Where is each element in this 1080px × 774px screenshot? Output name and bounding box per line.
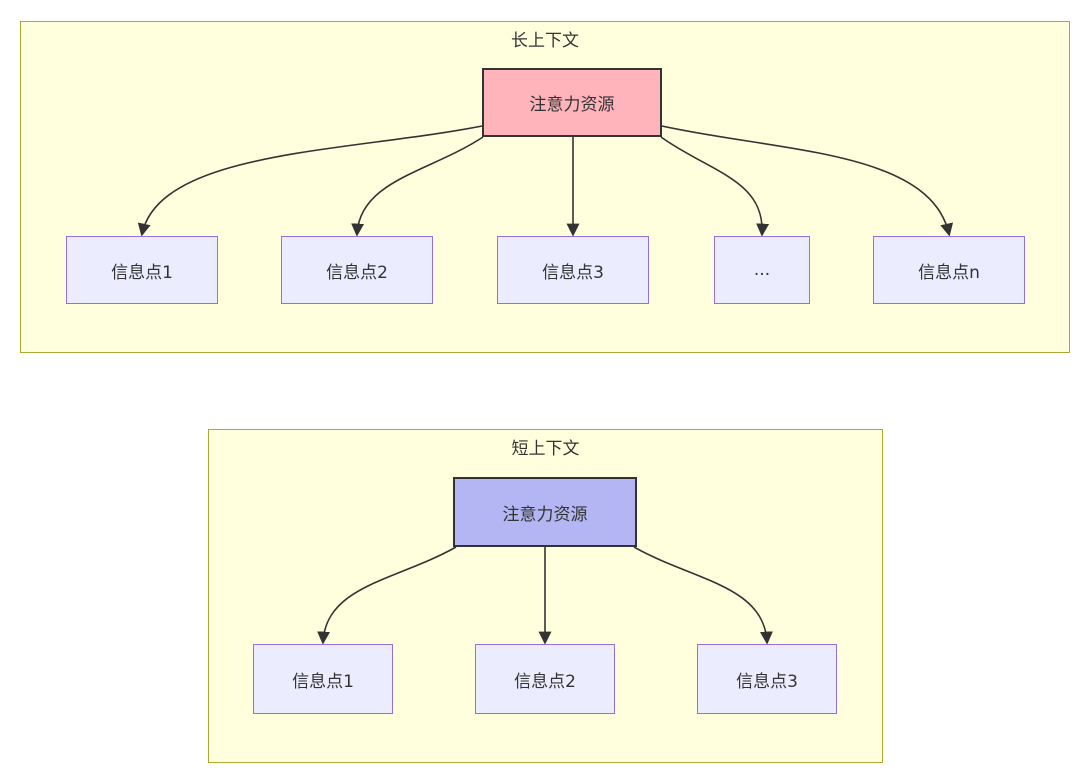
attention-node-short-label: 注意力资源 <box>502 504 588 525</box>
info-node-short-3-label: 信息点3 <box>736 671 798 692</box>
info-node-short-3: 信息点3 <box>697 644 837 714</box>
info-node-long-1: 信息点1 <box>66 236 218 304</box>
attention-node-long-label: 注意力资源 <box>529 95 615 115</box>
info-node-long-ellipsis: ... <box>714 236 810 304</box>
info-node-long-n-label: 信息点n <box>918 262 980 283</box>
info-node-long-3-label: 信息点3 <box>542 262 604 283</box>
info-node-short-1: 信息点1 <box>253 644 393 714</box>
info-node-long-n: 信息点n <box>873 236 1025 304</box>
attention-node-long: 注意力资源 <box>482 68 662 137</box>
info-node-long-1-label: 信息点1 <box>111 262 173 283</box>
info-node-long-3: 信息点3 <box>497 236 649 304</box>
info-node-long-2-label: 信息点2 <box>326 262 388 283</box>
short-context-title: 短上下文 <box>511 439 580 459</box>
info-node-long-2: 信息点2 <box>281 236 433 304</box>
info-node-short-1-label: 信息点1 <box>292 671 354 692</box>
info-node-short-2: 信息点2 <box>475 644 615 714</box>
info-node-long-ellipsis-label: ... <box>753 260 771 280</box>
long-context-title: 长上下文 <box>511 31 579 51</box>
attention-node-short: 注意力资源 <box>453 477 637 547</box>
info-node-short-2-label: 信息点2 <box>514 671 576 692</box>
